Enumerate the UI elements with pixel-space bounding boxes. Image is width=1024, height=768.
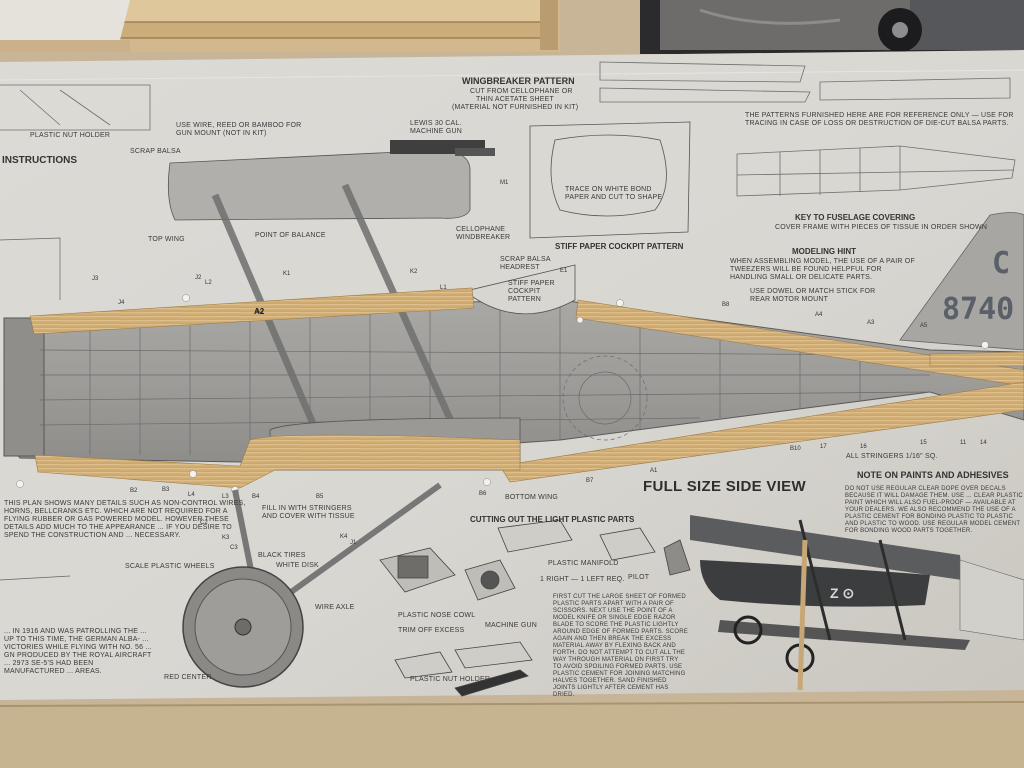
tail-code-number: 8740 (942, 292, 1015, 327)
key-fuselage-title: KEY TO FUSELAGE COVERING (795, 213, 916, 222)
full-size-side-view-heading: FULL SIZE SIDE VIEW (643, 478, 806, 495)
side-view-photo (690, 515, 1024, 691)
pilot-label: PILOT (628, 574, 650, 581)
plan-shows-note: THIS PLAN SHOWS MANY DETAILS SUCH AS NON… (4, 500, 246, 539)
scrap-balsa-label: SCRAP BALSA (130, 148, 181, 155)
note-paints-text: DO NOT USE REGULAR CLEAR DOPE OVER DECAL… (845, 486, 1023, 534)
modeling-hint-title: MODELING HINT (792, 247, 856, 256)
stiff-paper-cockpit-label: STIFF PAPER COCKPIT PATTERN (508, 280, 555, 303)
trace-on-white-note: TRACE ON WHITE BOND PAPER AND CUT TO SHA… (565, 186, 663, 201)
balsa-strips (29, 287, 1024, 489)
wingbreaker-sub2: THIN ACETATE SHEET (476, 96, 555, 103)
all-stringers-note: ALL STRINGERS 1/16" SQ. (846, 453, 938, 460)
scale-wheels-label: SCALE PLASTIC WHEELS (125, 563, 215, 570)
cutting-out-title: CUTTING OUT THE LIGHT PLASTIC PARTS (470, 515, 635, 524)
patterns-note: THE PATTERNS FURNISHED HERE ARE FOR REFE… (745, 112, 1014, 127)
tail-code-letter: C (992, 246, 1011, 281)
modeling-hint-text: WHEN ASSEMBLING MODEL, THE USE OF A PAIR… (730, 258, 915, 281)
instructions-title: INSTRUCTIONS (2, 155, 77, 166)
cockpit-pattern-heading: STIFF PAPER COCKPIT PATTERN (555, 242, 684, 251)
cellophane-windbreaker-label: CELLOPHANE WINDBREAKER (456, 226, 511, 241)
wingbreaker-title: WINGBREAKER PATTERN (462, 76, 575, 86)
red-center-label: RED CENTER (164, 674, 212, 681)
top-wing-label: TOP WING (148, 236, 185, 243)
wingbreaker-sub3: (MATERIAL NOT FURNISHED IN KIT) (452, 104, 579, 111)
use-wire-note: USE WIRE, REED OR BAMBOO FOR GUN MOUNT (… (176, 122, 302, 137)
plastic-nut-holder-label: PLASTIC NUT HOLDER (410, 676, 491, 683)
fill-in-stringers-note: FILL IN WITH STRINGERS AND COVER WITH TI… (262, 505, 355, 520)
trim-off-excess-label: TRIM OFF EXCESS (398, 627, 465, 634)
landing-gear-drawing (182, 482, 442, 688)
bottom-wing-label: BOTTOM WING (505, 494, 559, 501)
note-paints-title: NOTE ON PAINTS AND ADHESIVES (857, 470, 1009, 480)
reference-photo-print (640, 0, 1024, 54)
lewis-gun-label: LEWIS 30 CAL. MACHINE GUN (410, 120, 462, 135)
cutting-instructions: FIRST CUT THE LARGE SHEET OF FORMED PLAS… (553, 594, 688, 698)
wingbreaker-sub1: CUT FROM CELLOPHANE OR (470, 88, 573, 95)
table-surface (0, 705, 1024, 768)
plastic-parts-illustration (379, 519, 691, 697)
cover-frame-note: COVER FRAME WITH PIECES OF TISSUE IN ORD… (775, 224, 988, 231)
point-of-balance-label: POINT OF BALANCE (255, 232, 326, 239)
black-tires-label: BLACK TIRES (258, 552, 306, 559)
history-note: ... IN 1916 AND WAS PATROLLING THE ... U… (4, 628, 152, 675)
side-view-code: Z ⊙ (830, 585, 855, 601)
plastic-manifold-req: 1 RIGHT — 1 LEFT REQ. (540, 576, 625, 583)
plastic-manifold-label: PLASTIC MANIFOLD (548, 560, 619, 567)
white-disk-label: WHITE DISK (276, 562, 319, 569)
plastic-nut-holder-top: PLASTIC NUT HOLDER (30, 132, 111, 139)
scrap-balsa-headrest-label: SCRAP BALSA HEADREST (500, 256, 551, 271)
plastic-nose-cowl-label: PLASTIC NOSE COWL (398, 612, 476, 619)
wire-axle-label: WIRE AXLE (315, 604, 355, 611)
balsa-kit-box (0, 0, 560, 52)
machine-gun-label: MACHINE GUN (485, 622, 537, 629)
dowel-note: USE DOWEL OR MATCH STICK FOR REAR MOTOR … (750, 288, 876, 303)
spar-label-a2: A2 (254, 307, 265, 316)
